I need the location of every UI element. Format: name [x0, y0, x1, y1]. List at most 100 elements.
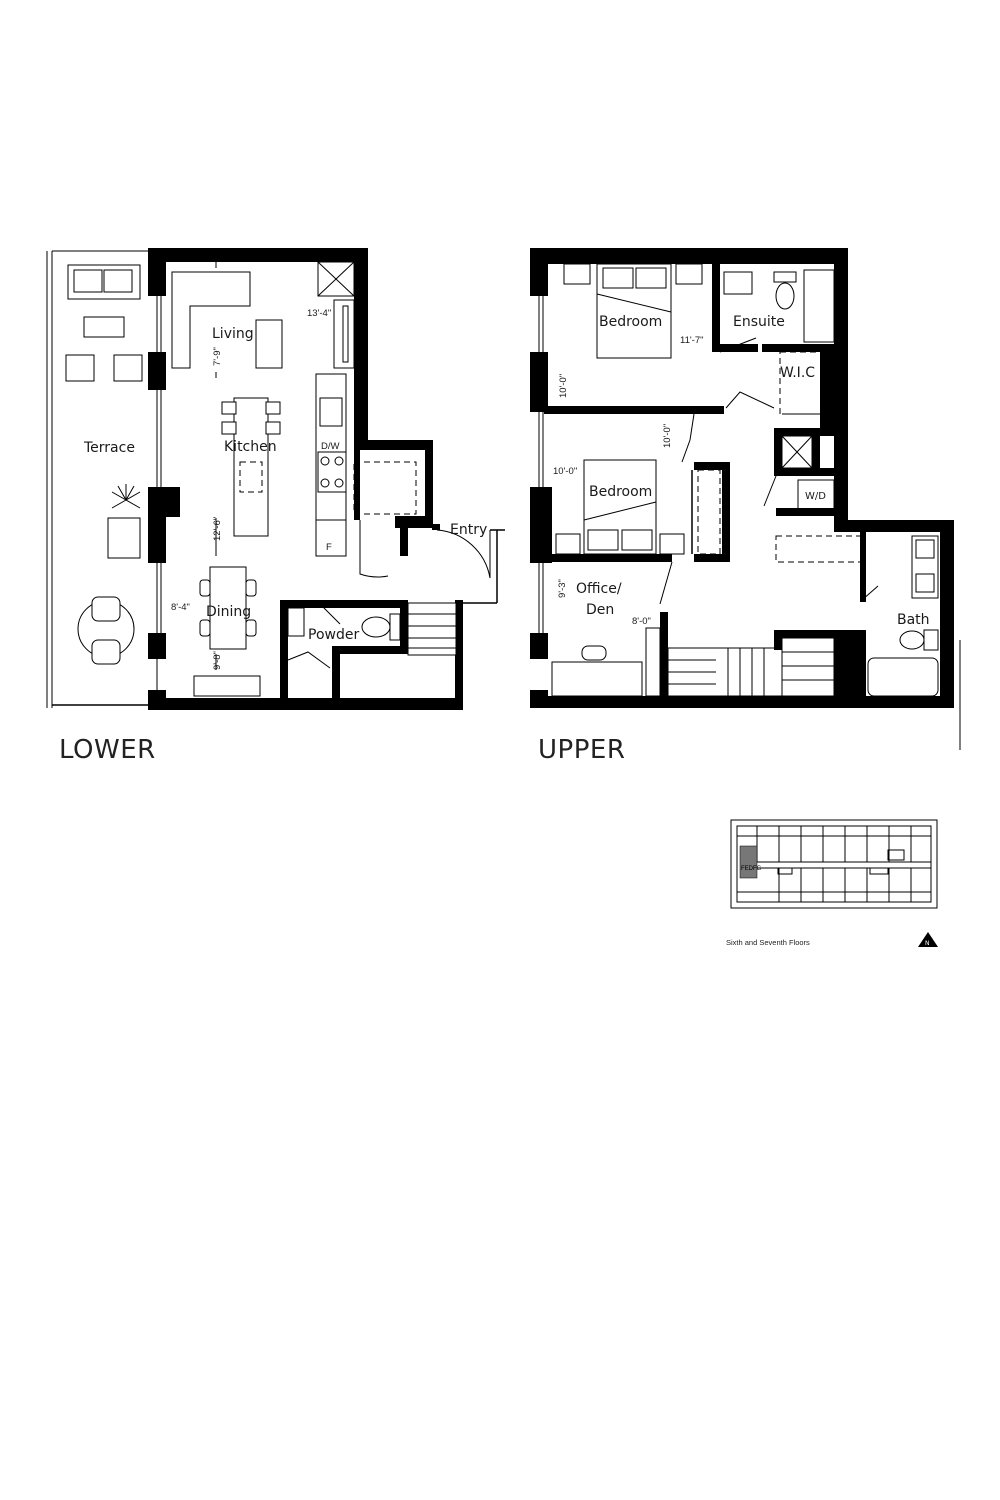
room-label-entry: Entry	[450, 522, 487, 538]
powder-left-wall	[280, 600, 288, 710]
wd-wall	[774, 468, 836, 476]
terrace-bbq	[107, 517, 141, 559]
kitchen-island	[233, 397, 269, 537]
dining-chair	[245, 579, 257, 597]
wd-wall	[812, 428, 820, 472]
powder-vanity	[287, 607, 305, 637]
terrace-chair	[113, 354, 143, 382]
bedroom2-door	[681, 413, 695, 463]
bathtub	[867, 657, 939, 697]
powder-bottom-wall	[332, 646, 408, 654]
sideboard	[193, 675, 261, 697]
tv	[342, 305, 349, 363]
dim-living-depth: 7'-9"	[212, 347, 223, 366]
upper-stairs	[667, 647, 783, 697]
pillow	[635, 267, 667, 289]
burner	[334, 478, 344, 488]
sectional-sofa	[171, 271, 251, 369]
terrace-table	[83, 316, 125, 338]
plant-icon	[111, 484, 141, 509]
coffee-table	[255, 319, 283, 369]
stool	[265, 401, 281, 415]
dim-dining-width: 8'-4"	[171, 602, 190, 613]
wd-top-wall	[774, 428, 836, 436]
shaft-cross	[317, 261, 355, 297]
upper-right-wall	[834, 248, 848, 524]
sink	[915, 573, 935, 593]
room-label-bath: Bath	[897, 612, 930, 628]
dim-bedroom1-depth: 10'-0"	[558, 374, 569, 398]
stair-landing	[781, 637, 835, 697]
dishwasher-label: D/W	[321, 441, 340, 452]
bath-top-wall	[834, 520, 954, 532]
pillow	[621, 529, 653, 551]
closet-door-swing	[359, 520, 389, 578]
lower-bottom-wall	[148, 698, 462, 710]
bedroom2-closet-wall	[694, 462, 730, 470]
toilet-tank	[773, 271, 797, 283]
nightstand	[659, 533, 685, 555]
bedroom-divider-wall	[544, 406, 724, 414]
ensuite-shower	[803, 269, 835, 343]
nightstand	[563, 263, 591, 285]
stair-top-wall	[774, 630, 866, 638]
stair-wall	[774, 630, 782, 650]
office-door	[659, 561, 673, 605]
north-label: N	[925, 940, 930, 947]
entry-wall	[400, 528, 408, 556]
lower-left-wall-seg	[148, 248, 166, 296]
entry-right-wall	[425, 440, 433, 520]
upper-bottom-wall	[530, 696, 954, 708]
room-label-bedroom2: Bedroom	[589, 484, 652, 500]
dining-chair	[245, 619, 257, 637]
upper-left-wall-seg	[530, 352, 548, 412]
linen-closet	[775, 535, 863, 563]
dim-bedroom2-width: 10'-0"	[553, 466, 577, 477]
dim-bedroom1-width: 11'-7"	[680, 335, 704, 346]
shaft-cross	[781, 435, 813, 469]
bedroom-door	[725, 391, 775, 409]
dim-kitchen-depth: 12'-6"	[212, 517, 223, 541]
dining-chair	[199, 579, 211, 597]
sofa-cushion	[73, 269, 103, 293]
washer-dryer	[797, 479, 835, 511]
ensuite-bottom-wall	[762, 344, 848, 352]
upper-floor-plan: Bedroom Ensuite W.I.C Bedroom W/D Office…	[530, 248, 961, 750]
terrace-chair	[65, 354, 95, 382]
cooktop	[317, 451, 347, 493]
sofa-cushion	[103, 269, 133, 293]
office-right-wall	[660, 612, 668, 708]
bath-door	[861, 585, 879, 601]
room-label-powder: Powder	[308, 627, 359, 643]
north-arrow-icon: N	[918, 932, 938, 947]
terrace-chair	[91, 639, 121, 665]
upper-top-wall	[530, 248, 848, 264]
bedroom2-closet-wall	[722, 462, 730, 562]
toilet	[775, 282, 795, 310]
ensuite-vanity	[723, 271, 753, 295]
powder-right-wall	[400, 600, 408, 652]
toilet-tank	[923, 629, 939, 651]
sink	[915, 539, 935, 559]
entry-top-wall	[354, 440, 432, 450]
kitchen-sink	[319, 397, 343, 427]
wic-wall	[820, 352, 834, 428]
key-plan-caption: Sixth and Seventh Floors	[726, 938, 810, 947]
upper-left-wall-seg	[530, 248, 548, 296]
entry-closet	[353, 461, 417, 515]
dining-table	[209, 566, 247, 650]
lower-left-wall-seg	[148, 517, 166, 563]
closet-bottom-wall	[694, 554, 730, 562]
room-label-living: Living	[212, 326, 254, 342]
bedroom2-closet	[697, 469, 721, 555]
upper-left-wall-seg	[530, 633, 548, 659]
room-label-office-line1: Office/	[576, 581, 622, 597]
bath-left-wall	[834, 630, 866, 696]
nightstand	[555, 533, 581, 555]
dim-dining-depth: 9'-8"	[212, 651, 223, 670]
room-label-washer-dryer: W/D	[805, 491, 826, 502]
ensuite-bottom-wall	[712, 344, 758, 352]
door-jamb	[432, 524, 440, 530]
pillow	[602, 267, 634, 289]
entry-door-swing	[436, 529, 491, 579]
